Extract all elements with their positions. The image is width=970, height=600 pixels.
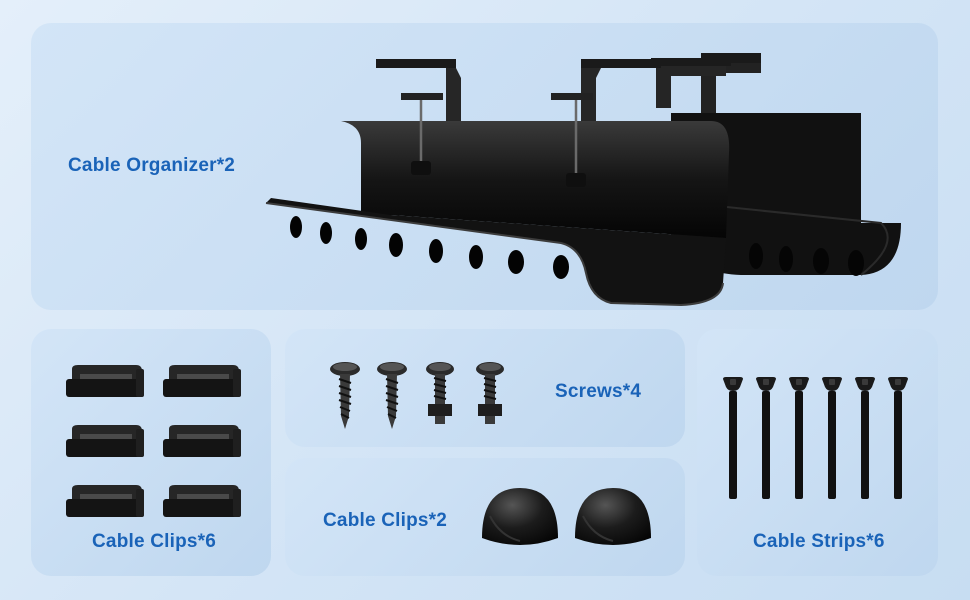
cable-clips-small-panel: Cable Clips*6 bbox=[31, 329, 271, 576]
cable-clips-round-panel: Cable Clips*2 bbox=[285, 458, 685, 576]
screws-label: Screws*4 bbox=[555, 381, 642, 402]
cable-organizer-label: Cable Organizer*2 bbox=[68, 155, 236, 176]
cable-tray-icon bbox=[265, 53, 901, 307]
cable-clips-small-label: Cable Clips*6 bbox=[92, 531, 217, 552]
velcro-strip-icon bbox=[723, 377, 908, 499]
cable-organizer-panel: Cable Organizer*2 bbox=[31, 23, 938, 310]
cable-strips-panel: Cable Strips*6 bbox=[697, 329, 938, 576]
dome-clip-icon bbox=[482, 488, 651, 545]
screw-icon bbox=[329, 361, 505, 430]
screws-panel: Screws*4 bbox=[285, 329, 685, 447]
adhesive-clip-icon bbox=[66, 365, 241, 517]
cable-strips-label: Cable Strips*6 bbox=[753, 531, 885, 552]
cable-clips-round-label: Cable Clips*2 bbox=[323, 510, 448, 531]
